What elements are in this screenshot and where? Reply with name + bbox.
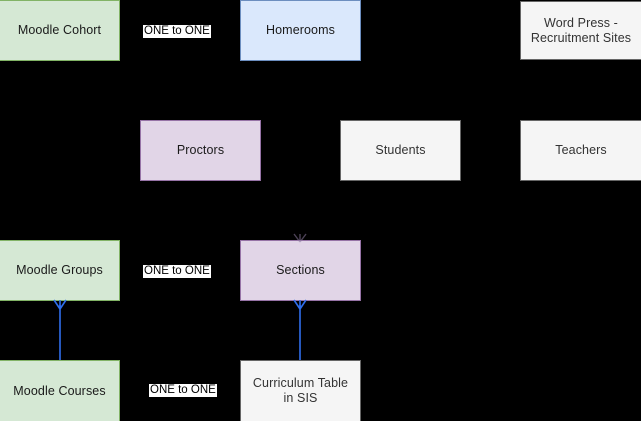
node-teachers[interactable]: Teachers bbox=[520, 120, 641, 181]
node-proctors[interactable]: Proctors bbox=[140, 120, 261, 181]
node-homerooms[interactable]: Homerooms bbox=[240, 0, 361, 61]
node-label: Teachers bbox=[555, 143, 607, 157]
node-moodle-groups[interactable]: Moodle Groups bbox=[0, 240, 120, 301]
node-label: Moodle Groups bbox=[16, 263, 103, 277]
edge-label-text: ONE to ONE bbox=[144, 265, 210, 277]
node-curriculum-table-in-sis[interactable]: Curriculum Table in SIS bbox=[240, 360, 361, 421]
node-label: Moodle Cohort bbox=[17, 23, 102, 37]
node-moodle-courses[interactable]: Moodle Courses bbox=[0, 360, 120, 421]
node-label: Curriculum Table in SIS bbox=[252, 376, 349, 405]
edge-label-cohort-homerooms: ONE to ONE bbox=[143, 25, 211, 38]
node-moodle-cohort[interactable]: Moodle Cohort bbox=[0, 0, 120, 61]
connector-moodle-groups-to-moodle-courses[interactable] bbox=[48, 296, 74, 362]
edge-label-courses-curriculum: ONE to ONE bbox=[149, 384, 217, 397]
node-label: Proctors bbox=[176, 143, 225, 157]
node-label: Word Press - Recruitment Sites bbox=[530, 15, 632, 45]
ghost-crowfoot-sections-top-icon bbox=[293, 233, 307, 243]
node-sections[interactable]: Sections bbox=[240, 240, 361, 301]
node-word-press-recruitment-sites[interactable]: Word Press - Recruitment Sites bbox=[520, 1, 641, 60]
edge-label-text: ONE to ONE bbox=[144, 25, 210, 37]
edge-label-text: ONE to ONE bbox=[150, 384, 216, 396]
node-label: Sections bbox=[276, 263, 325, 277]
edge-label-groups-sections: ONE to ONE bbox=[143, 265, 211, 278]
node-label: Homerooms bbox=[266, 23, 335, 37]
node-label: Moodle Courses bbox=[13, 383, 106, 398]
node-students[interactable]: Students bbox=[340, 120, 461, 181]
connector-sections-to-curriculum-table[interactable] bbox=[288, 296, 314, 362]
node-label: Students bbox=[375, 143, 426, 157]
